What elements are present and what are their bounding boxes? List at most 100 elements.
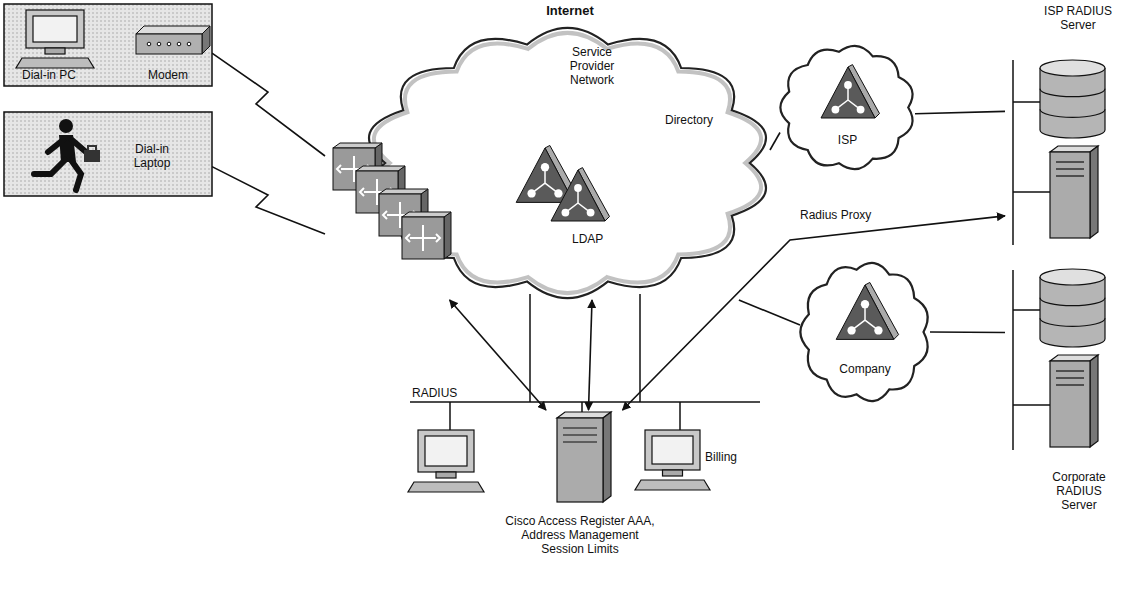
router-icon-part (356, 166, 405, 171)
node-label: Cisco Access Register AAA, Address Manag… (500, 514, 660, 556)
server-icon-part (1056, 168, 1084, 169)
person-icon-part (59, 119, 73, 133)
modem-icon-part (147, 42, 151, 46)
router-icon-part (406, 225, 440, 251)
directory-icon-part (832, 106, 840, 114)
person-icon (34, 119, 100, 190)
directory-icon-part (844, 81, 852, 89)
radius-lan-bus-part (581, 402, 583, 412)
router-icon-part (444, 212, 451, 259)
server-icon-part (603, 412, 611, 502)
workstation-icon-part (408, 482, 484, 492)
server-icon-part (1050, 361, 1090, 447)
person-icon-part (34, 140, 86, 190)
directory-icon-part (562, 209, 570, 217)
server-icon-part (557, 418, 603, 502)
node-outline (4, 112, 212, 196)
network-cloud: ISP (780, 45, 915, 170)
cloud-outline (800, 263, 927, 401)
node-label: ISP (820, 133, 875, 147)
connector (739, 300, 800, 325)
cloud-outline (780, 46, 912, 169)
database-icon-part (1040, 109, 1105, 117)
workstation-icon (635, 430, 710, 490)
connector (915, 111, 1005, 113)
network-cloud: Company (800, 262, 930, 402)
connector (770, 133, 780, 151)
panel-ground (4, 4, 212, 86)
modem-icon-part (136, 26, 210, 34)
node-label: Dial-in PC (22, 68, 112, 82)
modem-icon-part (202, 26, 210, 54)
directory-icon-part (554, 189, 562, 197)
connector (212, 167, 325, 234)
lan-bus-part (1013, 101, 1040, 103)
node-outline (645, 422, 755, 512)
workstation-icon-part (663, 470, 683, 476)
database-icon-part (1040, 298, 1105, 306)
database-icon-part (1040, 318, 1105, 326)
directory-icon-part (541, 163, 549, 171)
directory-icon-part (847, 326, 855, 334)
person-icon-part (88, 146, 96, 150)
lan-bus-part (1013, 309, 1040, 311)
panel-ground (4, 112, 212, 196)
router-icon-part (402, 217, 444, 259)
modem-icon-part (136, 34, 202, 54)
radius-lan-bus-part (410, 401, 760, 403)
lan-bus-part (1012, 270, 1014, 450)
directory-icon-part (527, 189, 535, 197)
node-label: Service Provider Network (557, 45, 627, 87)
radius-lan-bus-part (449, 402, 451, 430)
workstation-icon-part (33, 16, 77, 42)
database-icon-part (1040, 277, 1105, 347)
server-icon-part (1056, 377, 1084, 378)
workstation-icon-part (436, 472, 456, 478)
modem-icon (136, 26, 210, 54)
database-icon-part (1040, 68, 1105, 138)
node-label: Billing (705, 450, 753, 464)
bus-label: RADIUS (410, 386, 459, 400)
database-icon-part (1040, 269, 1105, 285)
workstation-icon-part (652, 436, 693, 464)
workstation-icon-part (635, 480, 710, 490)
server-icon-part (1050, 152, 1090, 238)
server-icon-part (563, 441, 597, 442)
server-icon (557, 412, 611, 502)
database-icon-part (1040, 60, 1105, 76)
router-icon-part (379, 189, 428, 194)
workstation-icon (16, 10, 94, 68)
workstation-icon-part (418, 430, 474, 472)
router-icon-part (333, 143, 382, 148)
server-icon (1050, 146, 1098, 238)
directory-icon-part (836, 285, 894, 339)
cloud-outline (369, 28, 766, 298)
server-icon-part (1056, 370, 1084, 371)
node-label: Company (825, 362, 905, 376)
radius-lan-bus-part (639, 294, 641, 402)
server-icon-part (1056, 384, 1084, 385)
database-icon-part (1040, 89, 1105, 97)
directory-icon-part (574, 184, 582, 192)
modem-icon-part (167, 42, 171, 46)
server-icon-part (563, 427, 597, 428)
workstation-icon-part (16, 58, 94, 68)
database-icon (1040, 269, 1105, 347)
workstation-icon-part (45, 48, 65, 54)
directory-icon-part (857, 106, 865, 114)
node-outline (780, 45, 915, 170)
server-icon-part (1090, 355, 1098, 447)
server-group: Corporate RADIUS Server (1005, 265, 1123, 535)
cloud-title: Internet (525, 4, 615, 18)
connector (212, 53, 325, 156)
node-outline (325, 0, 770, 300)
workstation-icon-part (26, 10, 84, 48)
connector (930, 331, 1005, 333)
server-icon-part (1056, 161, 1084, 162)
connector (450, 300, 546, 410)
node-label: Modem (148, 68, 208, 82)
radius-lan-bus-part (529, 294, 531, 402)
client-panel: Dial-in PC Modem (4, 4, 212, 86)
